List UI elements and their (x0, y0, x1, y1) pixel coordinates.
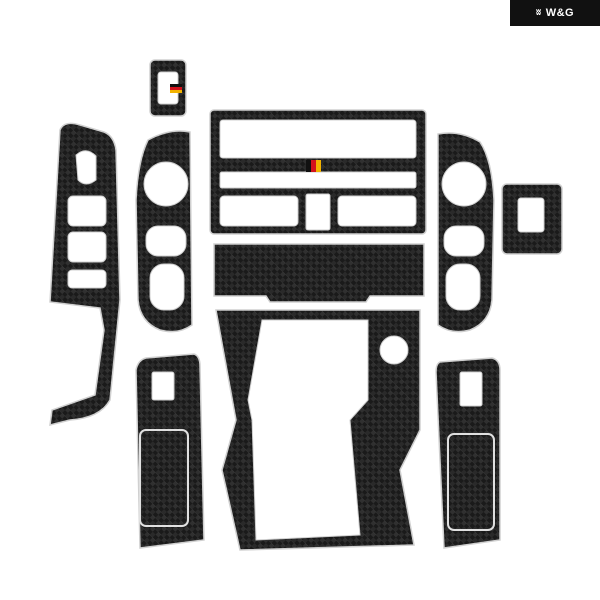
right-vent-surround (437, 132, 495, 333)
rear-door-switch-left (135, 353, 205, 549)
rear-door-switch-right (435, 357, 501, 549)
center-console-strip (213, 243, 425, 303)
center-dashboard-frame (209, 109, 427, 235)
brand-logo-text: W&G (545, 7, 575, 19)
small-badge-trim-top (149, 59, 187, 117)
brand-logo-mark: ʬ (535, 8, 542, 18)
window-switch-panel-left (49, 122, 121, 426)
left-vent-surround (135, 130, 193, 333)
gear-shift-panel (215, 309, 421, 551)
brand-logo: ʬ W&G (510, 0, 600, 26)
small-switch-trim-right (501, 183, 563, 255)
